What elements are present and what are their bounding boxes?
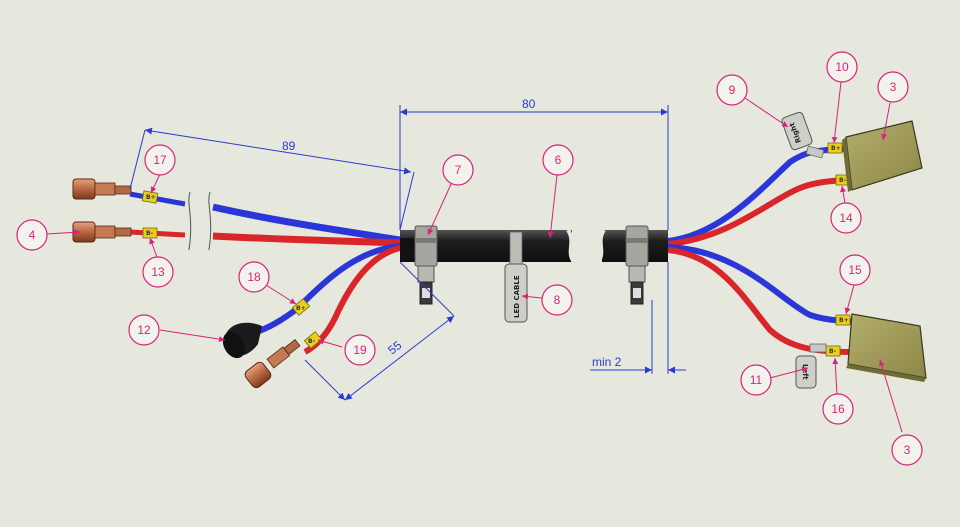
balloon-19: 19 (344, 334, 376, 366)
connector-lower (846, 313, 927, 382)
balloon-17: 17 (144, 144, 176, 176)
sleeve-label: B- (839, 177, 847, 184)
sleeve-label: B- (146, 230, 154, 237)
balloon-7: 7 (442, 154, 474, 186)
break-marks (188, 190, 212, 251)
balloon-11-label: 11 (750, 373, 763, 387)
left-tag: Left (795, 355, 817, 389)
balloon-10: 10 (826, 51, 858, 83)
sleeve-top-left: B+ (141, 190, 159, 204)
right-wires (667, 146, 853, 355)
sleeve-mid-blue: B+ (291, 298, 311, 316)
sleeve-label: B+ (296, 305, 306, 312)
balloon-13-label: 13 (151, 265, 165, 279)
balloon-3-upper-label: 3 (890, 80, 897, 94)
balloon-4: 4 (16, 219, 48, 251)
balloon-leaders (45, 81, 903, 433)
balloon-19-label: 19 (353, 343, 367, 357)
wire-red-upper-right (667, 177, 847, 247)
balloon-12-label: 12 (137, 323, 151, 337)
wire-blue-top-left (129, 191, 186, 207)
wire-red-left (129, 229, 186, 238)
balloon-8-label: 8 (554, 293, 561, 307)
terminal-bottom-left (72, 221, 132, 243)
balloon-15-label: 15 (848, 263, 862, 277)
balloon-4-label: 4 (29, 228, 36, 242)
balloon-3-lower: 3 (891, 434, 923, 466)
wire-red-lower-right (667, 247, 853, 355)
sleeve-label: B+ (839, 317, 849, 324)
left-wires (129, 191, 401, 355)
cable-clip-left (414, 225, 438, 305)
dimension-min2: min 2 (590, 262, 686, 374)
right-sleeves: B+ B- B+ B- (805, 142, 851, 357)
terminal-top-left (72, 178, 132, 200)
wire-blue-branch (249, 243, 401, 337)
dimension-80: 80 (399, 97, 669, 230)
dimension-min2-label: min 2 (592, 355, 622, 369)
balloon-3-upper: 3 (877, 71, 909, 103)
connector-upper (842, 120, 923, 192)
balloon-16: 16 (822, 393, 854, 425)
balloon-11: 11 (740, 364, 772, 396)
balloon-7-label: 7 (455, 163, 462, 177)
wire-sleeves: B+ B- B+ B- (141, 190, 323, 349)
black-boot (222, 322, 262, 359)
wire-blue-upper-right (667, 146, 847, 244)
sleeve-label: B- (829, 348, 837, 355)
sleeve-label: B+ (146, 194, 156, 201)
balloon-16-label: 16 (831, 402, 845, 416)
dimension-80-label: 80 (522, 97, 536, 111)
balloon-17-label: 17 (153, 153, 167, 167)
balloon-6-label: 6 (555, 153, 562, 167)
balloon-18-label: 18 (247, 270, 261, 284)
right-tag: Right (781, 111, 813, 151)
balloon-13: 13 (142, 256, 174, 288)
sleeve-bottom-left: B- (142, 227, 158, 239)
balloons: 17 4 13 18 12 19 7 6 (16, 51, 923, 466)
left-tag-label: Left (801, 364, 809, 380)
balloon-8: 8 (541, 284, 573, 316)
balloon-15: 15 (839, 254, 871, 286)
sleeve-mid-red: B- (303, 331, 323, 349)
balloon-14: 14 (830, 202, 862, 234)
balloon-9-label: 9 (729, 83, 736, 97)
dimension-89: 89 (129, 127, 415, 231)
ring-terminal (244, 338, 301, 389)
balloon-9: 9 (716, 74, 748, 106)
balloon-18: 18 (238, 261, 270, 293)
dimension-55-label: 55 (385, 338, 404, 357)
cable-clip-right (625, 225, 649, 305)
dimension-89-label: 89 (282, 139, 296, 153)
wire-blue-top-main (212, 203, 401, 244)
balloon-6: 6 (542, 144, 574, 176)
balloon-14-label: 14 (839, 211, 853, 225)
wire-red-main (212, 232, 401, 247)
sleeve-label: B+ (831, 145, 841, 152)
sleeve-label: B- (308, 338, 316, 345)
balloon-12: 12 (128, 314, 160, 346)
balloon-10-label: 10 (835, 60, 849, 74)
led-cable-tag: LED CABLE (504, 231, 528, 323)
balloon-3-lower-label: 3 (904, 443, 911, 457)
led-cable-label: LED CABLE (513, 275, 521, 318)
